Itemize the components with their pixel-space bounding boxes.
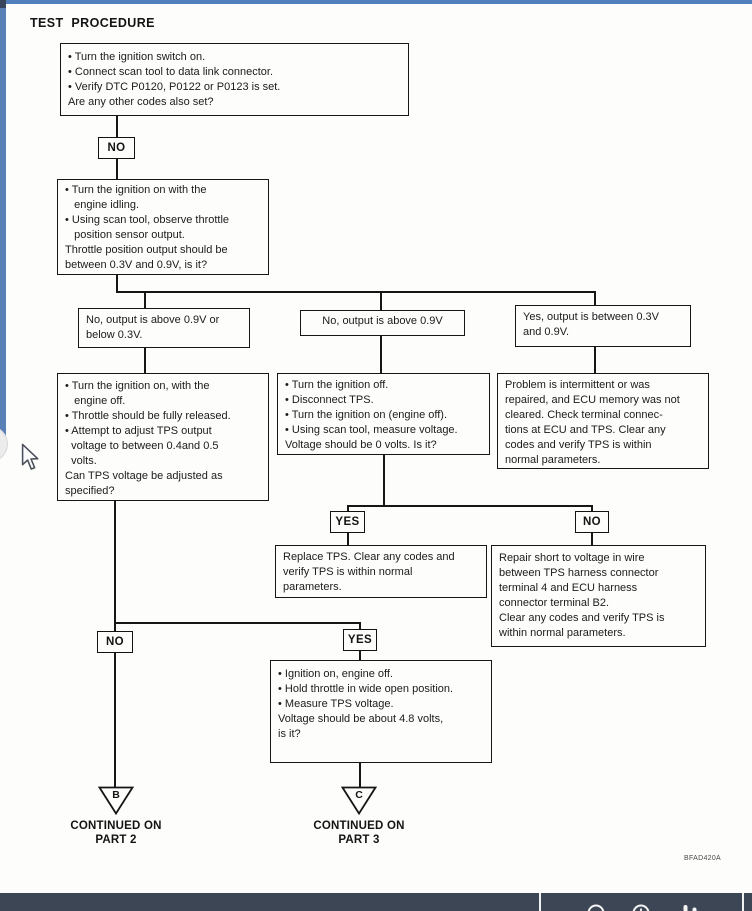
flow-box-repair: Repair short to voltage in wire between … (491, 545, 706, 647)
decision-label-yes-1: YES (330, 511, 365, 533)
connector-line (383, 455, 385, 505)
connector-letter-b: B (112, 789, 120, 801)
connector-line (359, 763, 361, 787)
connector-line (144, 348, 146, 373)
connector-line (594, 347, 596, 373)
connector-line (116, 116, 118, 137)
off-page-connector-b-icon (98, 786, 134, 815)
connector-line (114, 622, 116, 631)
search-icon[interactable] (586, 901, 608, 911)
connector-line (114, 622, 360, 624)
connector-line (347, 505, 349, 511)
continued-on-part2: CONTINUED ON PART 2 (41, 819, 191, 847)
connector-line (359, 622, 361, 629)
flow-box-start: • Turn the ignition switch on. • Connect… (60, 43, 409, 116)
adjustments-icon[interactable] (679, 901, 701, 911)
connector-line (144, 291, 146, 308)
connector-line (359, 651, 361, 660)
decision-label-yes-2: YES (343, 629, 377, 651)
continued-line2: PART 3 (338, 834, 380, 846)
flow-box-branch-ok: Yes, output is between 0.3V and 0.9V. (515, 305, 691, 347)
flow-box-idle-check: • Turn the ignition on with the engine i… (57, 179, 269, 275)
connector-line (114, 653, 116, 787)
decision-label-no-1: NO (98, 137, 135, 159)
connector-line (380, 291, 382, 310)
clock-icon[interactable] (630, 901, 652, 911)
continued-line2: PART 2 (95, 834, 137, 846)
mouse-cursor-icon (21, 443, 39, 470)
continued-line1: CONTINUED ON (313, 820, 405, 832)
flow-box-intermittent: Problem is intermittent or was repaired,… (497, 373, 709, 469)
connector-line (114, 501, 116, 622)
flow-box-disconnect: • Turn the ignition off. • Disconnect TP… (277, 373, 490, 455)
connector-line (347, 533, 349, 545)
page-title: TEST PROCEDURE (30, 16, 155, 30)
toolbar-divider (742, 893, 744, 911)
continued-line1: CONTINUED ON (70, 820, 162, 832)
top-accent-bar (0, 0, 752, 4)
connector-line (591, 533, 593, 545)
flow-box-adjust: • Turn the ignition on, with the engine … (57, 373, 269, 501)
connector-line (380, 336, 382, 373)
decision-label-no-2: NO (575, 511, 609, 533)
connector-line (116, 275, 118, 291)
flow-box-wide-open-throttle: • Ignition on, engine off. • Hold thrott… (270, 660, 492, 763)
continued-on-part3: CONTINUED ON PART 3 (284, 819, 434, 847)
flow-box-branch-high: No, output is above 0.9V (300, 310, 465, 336)
connector-line (116, 159, 118, 179)
connector-line (116, 291, 595, 293)
decision-label-no-3: NO (97, 631, 133, 653)
left-edge-strip (0, 0, 6, 437)
connector-letter-c: C (355, 789, 363, 801)
toolbar-divider (539, 893, 541, 911)
flow-box-replace: Replace TPS. Clear any codes and verify … (275, 545, 487, 598)
off-page-connector-c-icon (341, 786, 377, 815)
connector-line (347, 505, 592, 507)
bottom-toolbar (0, 893, 752, 911)
flow-box-branch-low-high: No, output is above 0.9V or below 0.3V. (78, 308, 250, 348)
connector-line (594, 291, 596, 305)
doc-code: BFAD420A (684, 855, 722, 862)
connector-line (591, 505, 593, 511)
left-edge-strip-corner (0, 0, 6, 8)
